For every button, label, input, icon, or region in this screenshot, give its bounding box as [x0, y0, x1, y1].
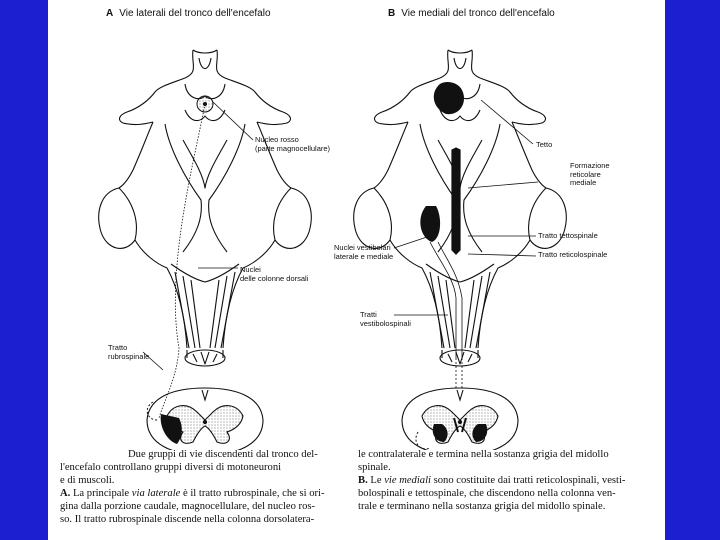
label-nucleo-rosso: Nucleo rosso (parte magnocellulare)	[255, 135, 331, 153]
label-tetto: Tetto	[536, 140, 553, 149]
label-tratto-rubrospinale: Tratto rubrospinale	[108, 343, 150, 361]
caption-line: e di muscoli.	[60, 475, 115, 486]
caption-line: l'encefalo controllano gruppi diversi di…	[60, 462, 282, 473]
caption-text: è il tratto rubrospinale, che si ori-	[180, 488, 325, 499]
leader-rubrospinale	[142, 351, 164, 371]
label-tratto-reticolospinale: Tratto reticolospinale	[538, 250, 608, 259]
caption-a-letter: A.	[60, 488, 71, 499]
caption-a-italic: via laterale	[131, 488, 181, 499]
panel-b-title-text: Vie mediali del tronco dell'encefalo	[401, 8, 555, 19]
label-tratti-vestibolospinali: Tratti vestibolospinali	[360, 310, 411, 328]
caption-line: spinale.	[358, 462, 391, 473]
caption-text: La principale	[70, 488, 132, 499]
leader-nucleo-rosso	[212, 101, 254, 141]
panel-a-title-text: Vie laterali del tronco dell'encefalo	[119, 8, 271, 19]
caption-line: le contralaterale e termina nella sostan…	[358, 449, 609, 460]
caption-b-letter: B.	[358, 475, 368, 486]
caption-text: sono costituite dai tratti reticolospina…	[430, 475, 626, 486]
caption-b-italic: vie mediali	[384, 475, 431, 486]
panel-b-title: B Vie mediali del tronco dell'encefalo	[388, 8, 555, 19]
caption-right: le contralaterale e termina nella sostan…	[358, 448, 654, 513]
panel-b-letter: B	[388, 8, 396, 19]
leader-tetto	[480, 99, 534, 145]
caption-intro: Due gruppi di vie discendenti dal tronco…	[128, 449, 318, 460]
label-nuclei-vestibolari: Nuclei vestibolari laterale e mediale	[334, 243, 394, 261]
caption-line: trale e terminano nella sostanza grigia …	[358, 501, 606, 512]
label-formazione-reticolare: Formazione reticolare mediale	[570, 161, 610, 187]
leader-formazione	[467, 181, 539, 189]
caption-line: gina dalla porzione caudale, magnocellul…	[60, 501, 316, 512]
caption-left: Due gruppi di vie discendenti dal tronco…	[60, 448, 332, 526]
panel-a-letter: A	[106, 8, 114, 19]
figure-sheet: A Vie laterali del tronco dell'encefalo B…	[48, 0, 665, 540]
label-nuclei-colonne: Nuclei delle colonne dorsali	[240, 265, 309, 283]
caption-text: Le	[367, 475, 385, 486]
label-tratto-tettospinale: Tratto tettospinale	[538, 231, 598, 240]
brainstem-diagram	[98, 49, 567, 450]
leader-reticolospinale	[467, 253, 537, 257]
panel-a-title: A Vie laterali del tronco dell'encefalo	[106, 8, 271, 19]
caption-line: bolospinali e tettospinale, che discendo…	[358, 488, 616, 499]
caption-line: so. Il tratto rubrospinale discende nell…	[60, 514, 315, 525]
leader-vestibolari	[393, 235, 431, 249]
